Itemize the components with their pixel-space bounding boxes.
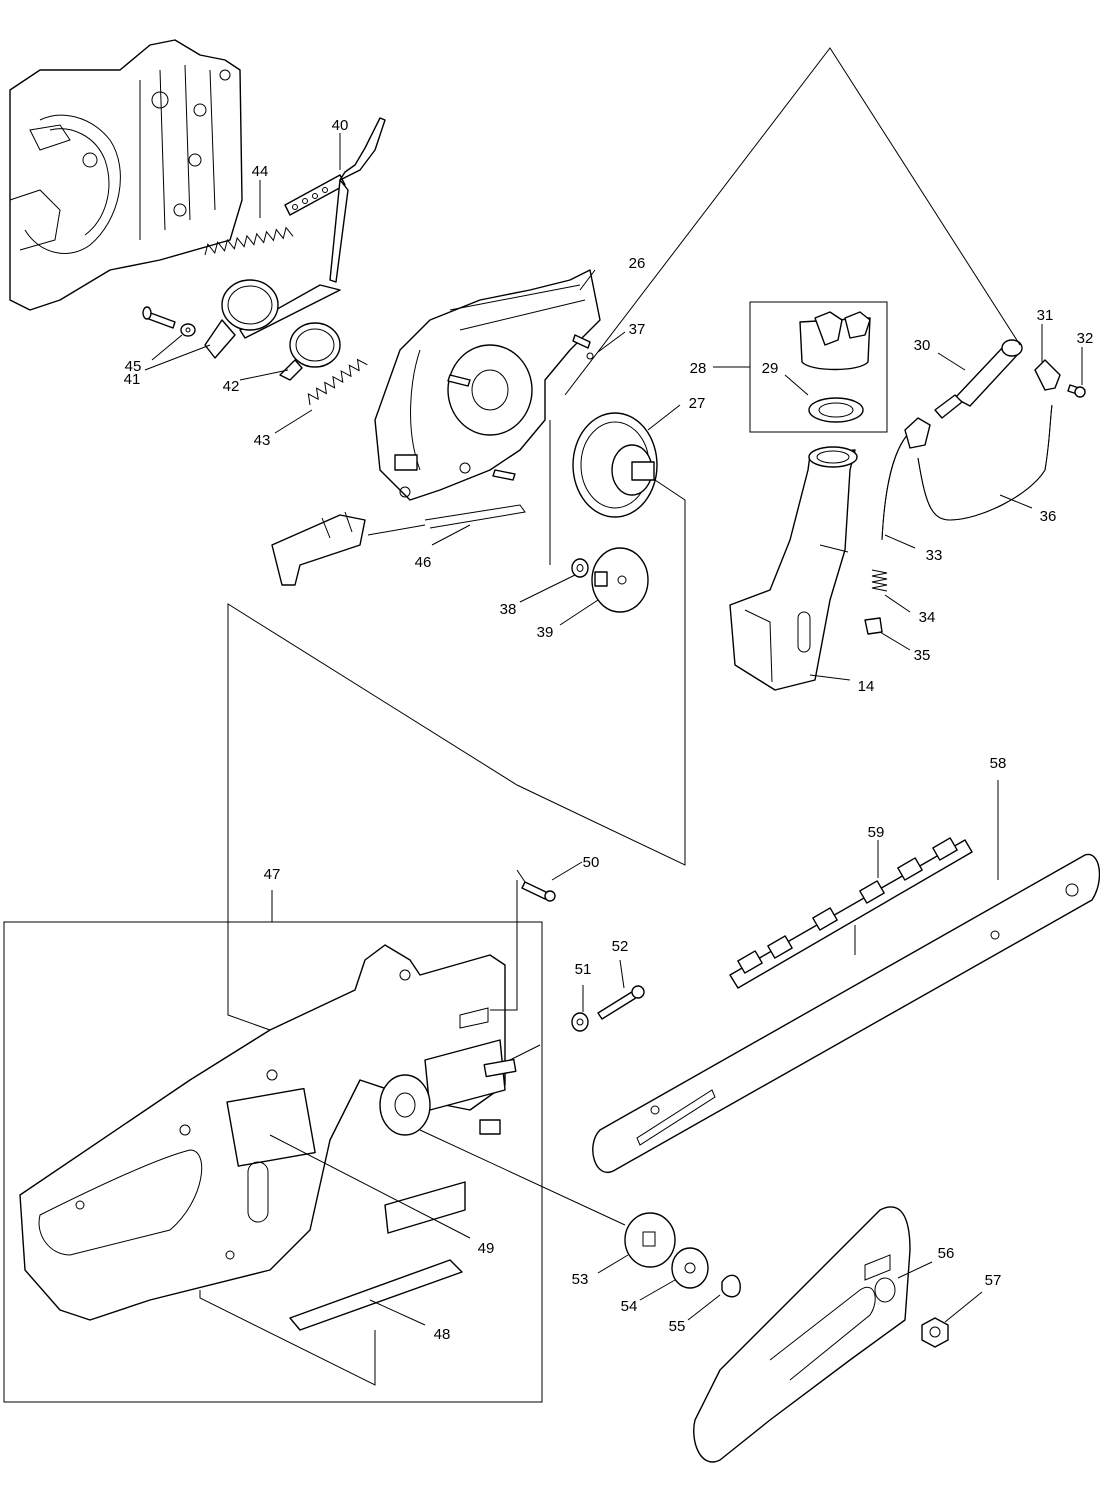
part-number-29: 29 bbox=[762, 360, 779, 377]
part-number-43: 43 bbox=[254, 432, 271, 449]
nut-51-drawing bbox=[571, 1012, 589, 1032]
oil-pump-28-drawing bbox=[799, 311, 871, 423]
part-number-36: 36 bbox=[1040, 508, 1057, 525]
o-ring-37-drawing bbox=[586, 352, 594, 360]
part-number-45: 45 bbox=[125, 358, 142, 375]
part-number-54: 54 bbox=[621, 1298, 638, 1315]
washer-38-drawing bbox=[571, 558, 589, 578]
part-number-52: 52 bbox=[612, 938, 629, 955]
part-number-42: 42 bbox=[223, 378, 240, 395]
part-number-14: 14 bbox=[858, 678, 875, 695]
part-number-51: 51 bbox=[575, 961, 592, 978]
plate-53-drawing bbox=[624, 1212, 676, 1268]
clip-55-drawing bbox=[721, 1274, 741, 1298]
gear-housing-26-drawing bbox=[374, 269, 601, 501]
clip-31-drawing bbox=[1034, 359, 1061, 391]
screw-32-drawing bbox=[1067, 384, 1086, 398]
part-number-35: 35 bbox=[914, 647, 931, 664]
label-49-drawing bbox=[384, 1181, 466, 1234]
label-48-drawing bbox=[289, 1259, 463, 1331]
part-number-39: 39 bbox=[537, 624, 554, 641]
guide-bar-58-drawing bbox=[592, 853, 1100, 1173]
nut-57-drawing bbox=[921, 1317, 949, 1348]
brake-band-41-drawing bbox=[204, 279, 279, 359]
part-number-33: 33 bbox=[926, 547, 943, 564]
part-number-31: 31 bbox=[1037, 307, 1054, 324]
part-number-labels: 40 44 26 37 45 41 42 43 28 29 30 31 32 2… bbox=[124, 117, 1094, 1343]
part-number-57: 57 bbox=[985, 1272, 1002, 1289]
hose-36-drawing bbox=[917, 404, 1053, 521]
chain-cover-56-drawing bbox=[693, 1206, 911, 1463]
pipe-33-drawing bbox=[881, 429, 913, 541]
assembly-lines bbox=[199, 47, 1021, 1386]
brake-band-42-drawing bbox=[279, 322, 341, 381]
part-number-44: 44 bbox=[252, 163, 269, 180]
bolt-52-drawing bbox=[597, 985, 645, 1020]
screw-45-drawing bbox=[142, 306, 196, 337]
part-number-55: 55 bbox=[669, 1318, 686, 1335]
part-number-50: 50 bbox=[583, 854, 600, 871]
adjuster-54-drawing bbox=[671, 1247, 709, 1289]
leader-lines bbox=[144, 133, 1083, 1326]
part-number-28: 28 bbox=[690, 360, 707, 377]
spring-34-drawing bbox=[871, 569, 888, 592]
part-number-37: 37 bbox=[629, 321, 646, 338]
pump-30-drawing bbox=[934, 339, 1023, 419]
part-number-49: 49 bbox=[478, 1240, 495, 1257]
part-number-59: 59 bbox=[868, 824, 885, 841]
part-number-34: 34 bbox=[919, 609, 936, 626]
filter-35-drawing bbox=[864, 617, 883, 635]
part-number-38: 38 bbox=[500, 601, 517, 618]
part-number-46: 46 bbox=[415, 554, 432, 571]
part-number-56: 56 bbox=[938, 1245, 955, 1262]
part-number-27: 27 bbox=[689, 395, 706, 412]
spring-44-drawing bbox=[204, 226, 294, 256]
part-number-32: 32 bbox=[1077, 330, 1094, 347]
screw-50-drawing bbox=[521, 881, 556, 902]
saw-chain-59-drawing bbox=[729, 837, 973, 989]
part-number-53: 53 bbox=[572, 1271, 589, 1288]
part-number-47: 47 bbox=[264, 866, 281, 883]
trigger-46-drawing bbox=[271, 504, 526, 586]
part-number-40: 40 bbox=[332, 117, 349, 134]
part-number-41: 41 bbox=[124, 371, 141, 388]
motor-housing-drawing bbox=[9, 39, 243, 311]
sprocket-27-drawing bbox=[572, 412, 658, 518]
spring-43-drawing bbox=[307, 358, 368, 406]
part-number-26: 26 bbox=[629, 255, 646, 272]
part-number-30: 30 bbox=[914, 337, 931, 354]
oil-tank-14-drawing bbox=[729, 446, 858, 691]
part-box-47 bbox=[3, 921, 543, 1403]
part-number-48: 48 bbox=[434, 1326, 451, 1343]
part-number-58: 58 bbox=[990, 755, 1007, 772]
gear-39-drawing bbox=[591, 547, 649, 613]
